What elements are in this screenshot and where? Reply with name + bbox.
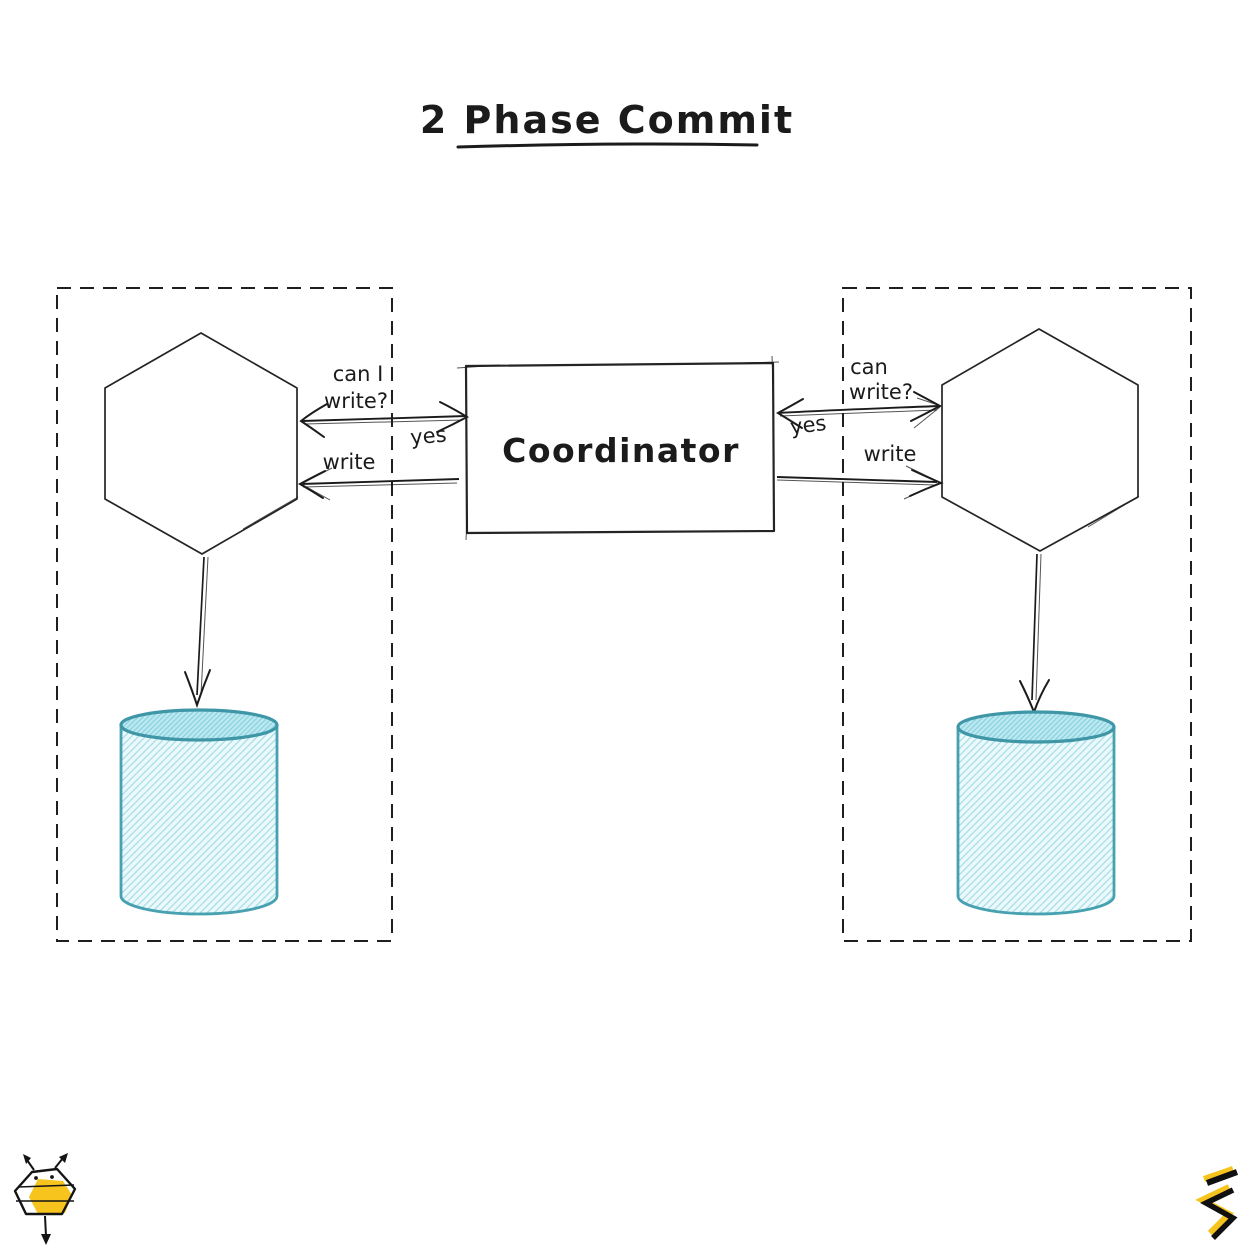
coordinator-label: Coordinator <box>502 431 740 470</box>
left-db-arrow-line-sketch <box>200 556 209 696</box>
left-participant-boundary <box>56 287 393 942</box>
bee-stinger-tip <box>41 1234 51 1245</box>
bee-stinger <box>44 1215 47 1237</box>
signature-yellow-stroke-top <box>1203 1166 1234 1182</box>
right-request-arrowhead-left <box>776 398 804 429</box>
bee-right-eye <box>50 1175 54 1179</box>
left-db-write-arrow <box>184 556 211 709</box>
left-hexagon-shape <box>104 332 298 555</box>
signature-black-stroke-bottom <box>1200 1187 1238 1240</box>
right-commit-shaft <box>776 476 938 483</box>
left-worker-hexagon <box>104 332 299 555</box>
right-request-arrow: can write? yes <box>776 355 943 439</box>
right-request-label-line2: write? <box>849 380 913 404</box>
right-commit-shaft-sketch <box>776 479 936 486</box>
left-request-label-line1: can I <box>333 362 384 386</box>
right-request-shaft <box>777 405 940 414</box>
right-database-cylinder <box>956 710 1116 916</box>
right-db-arrowhead <box>1019 679 1050 715</box>
left-request-shaft-sketch <box>304 419 464 425</box>
right-commit-label: write <box>864 442 917 466</box>
signature-black-stroke-top <box>1205 1169 1239 1186</box>
left-hexagon-sketch-stroke <box>242 496 299 530</box>
left-request-arrow: can I write? yes <box>299 362 469 450</box>
left-request-arrowhead-right <box>436 401 469 433</box>
coordinator-box-sketch-strokes <box>456 355 780 541</box>
bee-logo <box>13 1153 77 1245</box>
left-commit-shaft <box>300 478 460 485</box>
right-cylinder-top <box>956 710 1116 744</box>
right-commit-arrowhead <box>909 469 944 497</box>
bee-stripes <box>16 1184 75 1202</box>
bee-left-antenna-tip <box>23 1154 31 1164</box>
left-db-arrow-line <box>196 556 205 696</box>
signature-mark <box>1195 1166 1239 1240</box>
right-response-label: yes <box>789 411 828 439</box>
bee-body-fill <box>29 1179 72 1214</box>
left-commit-arrowhead-sketch <box>302 467 333 501</box>
right-request-arrowhead-sketch <box>913 397 942 429</box>
right-db-write-arrow <box>1019 553 1050 715</box>
right-request-label-line1: can <box>850 355 888 379</box>
page-title: 2 Phase Commit <box>420 98 794 142</box>
right-hexagon-shape <box>941 328 1139 552</box>
left-cylinder-body <box>119 724 279 916</box>
right-participant-boundary <box>842 287 1192 942</box>
right-worker-hexagon <box>941 328 1140 552</box>
title-underline <box>456 142 759 149</box>
left-commit-label: write <box>323 450 376 474</box>
left-request-shaft <box>301 415 467 422</box>
left-request-label-line2: write? <box>324 389 388 413</box>
coordinator-box <box>464 361 776 535</box>
left-commit-arrowhead <box>297 470 326 499</box>
left-database-cylinder <box>119 708 279 916</box>
left-request-arrowhead-left <box>299 403 328 438</box>
right-cylinder-body <box>956 726 1116 916</box>
right-db-arrow-line-sketch <box>1035 553 1042 701</box>
bee-left-antenna <box>26 1159 35 1171</box>
left-cylinder-top <box>119 708 279 742</box>
diagram-title: 2 Phase Commit <box>420 98 794 149</box>
left-commit-shaft-sketch <box>302 482 458 488</box>
right-commit-arrow: write <box>776 442 944 500</box>
bee-left-eye <box>34 1176 38 1180</box>
right-db-arrow-line <box>1031 553 1038 701</box>
left-commit-arrow: write <box>297 450 460 501</box>
left-db-arrowhead <box>184 669 211 709</box>
bee-hexagon-outline <box>13 1167 77 1216</box>
right-commit-arrowhead-sketch <box>903 465 940 500</box>
coordinator-node: Coordinator <box>456 355 780 541</box>
right-hexagon-sketch-stroke <box>1087 495 1140 528</box>
bee-right-antenna-tip <box>59 1153 68 1163</box>
left-response-label: yes <box>409 422 447 449</box>
right-request-shaft-sketch <box>779 409 938 417</box>
